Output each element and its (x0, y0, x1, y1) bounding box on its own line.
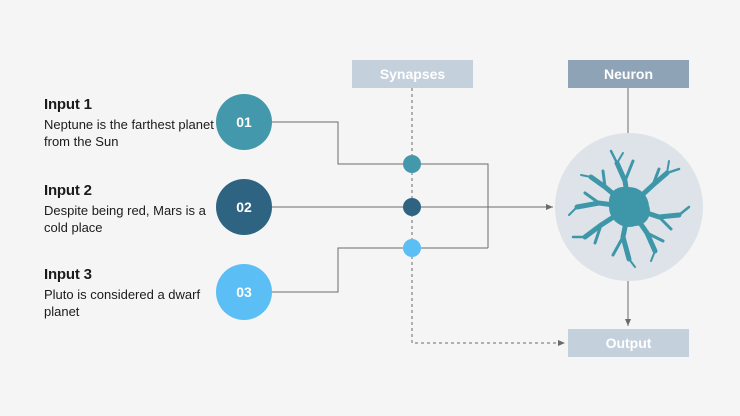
input-2-number-circle: 02 (216, 179, 272, 235)
input-3-description: Pluto is considered a dwarf planet (44, 287, 201, 319)
input-1-block: Input 1 Neptune is the farthest planet f… (44, 96, 219, 150)
input-1-description: Neptune is the farthest planet from the … (44, 117, 214, 149)
synapses-label: Synapses (352, 60, 473, 88)
neuron-circle (555, 133, 703, 281)
input-1-connector (272, 121, 489, 248)
input-3-number-circle: 03 (216, 264, 272, 320)
neuron-label: Neuron (568, 60, 689, 88)
output-label: Output (568, 329, 689, 357)
input-3-block: Input 3 Pluto is considered a dwarf plan… (44, 266, 219, 320)
input-1-number-circle: 01 (216, 94, 272, 150)
neuron-cell-icon (568, 149, 691, 268)
synapse-node-1 (403, 155, 421, 173)
input-3-connector (272, 247, 488, 293)
input-2-description: Despite being red, Mars is a cold place (44, 203, 206, 235)
synapse-node-2 (403, 198, 421, 216)
input-2-block: Input 2 Despite being red, Mars is a col… (44, 182, 219, 236)
input-3-title: Input 3 (44, 266, 92, 283)
input-2-title: Input 2 (44, 182, 92, 199)
synapse-node-3 (403, 239, 421, 257)
input-1-title: Input 1 (44, 96, 92, 113)
